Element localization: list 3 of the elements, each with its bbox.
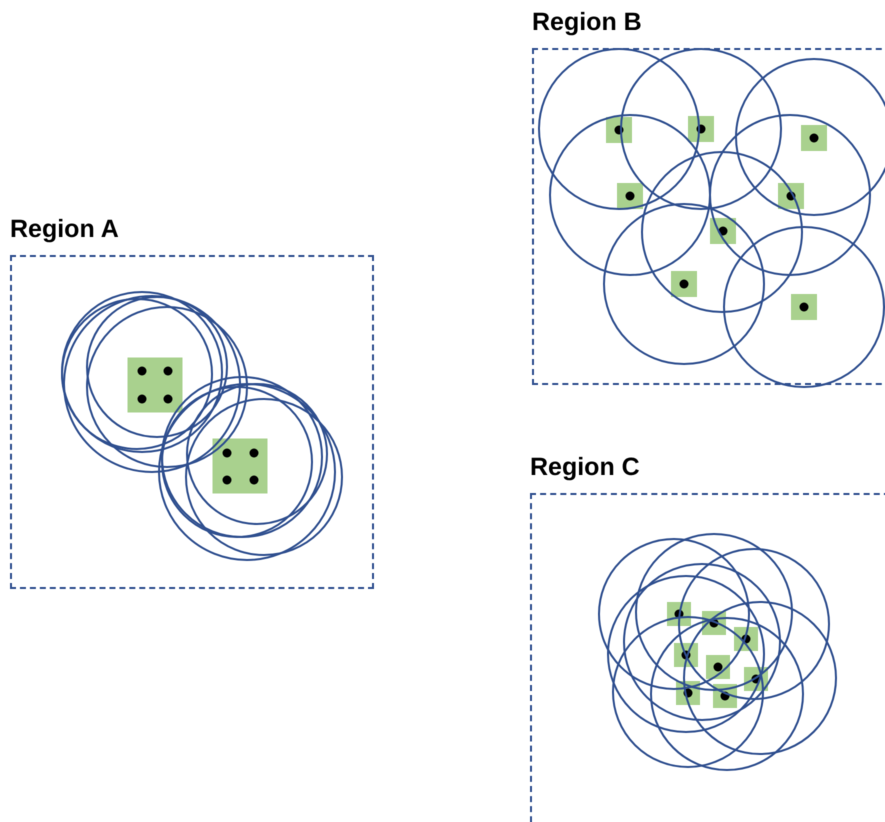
region-heading: Region C xyxy=(530,453,640,482)
region-heading: Region A xyxy=(10,215,119,244)
region-heading: Region B xyxy=(532,8,642,37)
